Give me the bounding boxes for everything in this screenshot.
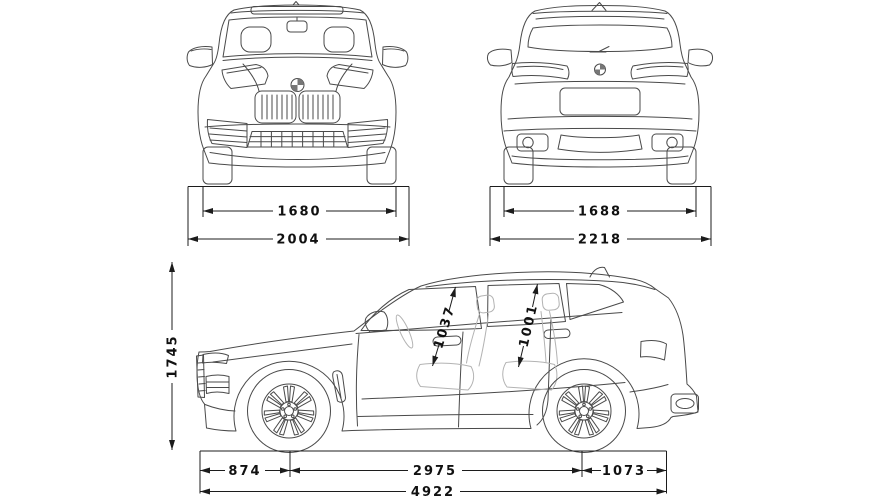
front-overhang-label: 874 <box>228 464 261 479</box>
rear-left-tire <box>503 146 534 185</box>
rear-right-tire <box>666 146 697 185</box>
left-taillight <box>511 61 570 80</box>
left-headlight <box>221 64 269 89</box>
kidney-grille-right <box>298 90 341 124</box>
rearview-mirror <box>286 20 308 33</box>
front-seatback <box>466 313 489 367</box>
right-headlight <box>326 64 374 89</box>
overall-length-label: 4922 <box>411 485 455 500</box>
rear-door-window <box>487 283 566 327</box>
wheelbase-label: 2975 <box>413 464 457 479</box>
fender-vent <box>332 370 346 403</box>
front-door-window <box>360 286 482 331</box>
left-fog-intake <box>206 119 248 148</box>
right-mirror-rear <box>687 48 714 67</box>
side-mirror <box>364 310 389 333</box>
kidney-grille-left <box>254 90 297 124</box>
side-view-dimensions: 1745 1037 1001 874 2975 1073 4922 <box>166 262 667 500</box>
front-seat-headrest <box>476 294 495 314</box>
rear-seat-headrest <box>541 292 560 311</box>
shark-fin-side <box>589 266 610 278</box>
windshield <box>222 16 373 58</box>
rear-diffuser <box>557 134 643 153</box>
front-right-tire <box>366 146 397 185</box>
rear-door-handle <box>543 328 571 339</box>
taillight-side <box>640 339 667 361</box>
rear-wheel <box>543 370 626 453</box>
front-overall-width-label: 2004 <box>276 233 320 248</box>
rear-view-dimensions: 1688 2218 <box>489 186 712 248</box>
headlight-side <box>202 352 229 364</box>
rear-track-width-label: 1688 <box>578 205 622 220</box>
left-headrest <box>240 26 272 53</box>
rear-overhang-label: 1073 <box>602 464 646 479</box>
bumper-intake-side <box>205 374 230 394</box>
front-left-tire <box>202 146 233 185</box>
right-headrest <box>323 26 355 53</box>
left-mirror-rear <box>486 48 513 67</box>
rear-headroom-label: 1001 <box>517 303 542 349</box>
rear-wiper <box>589 46 610 53</box>
right-taillight <box>630 61 689 80</box>
license-plate-recess <box>559 87 641 116</box>
front-view-dimensions: 1680 2004 <box>187 186 410 248</box>
roof-spoiler <box>611 281 656 290</box>
left-exhaust-pod <box>516 133 549 152</box>
rear-window <box>527 24 673 52</box>
roof-antenna <box>292 1 300 6</box>
exhaust-tip <box>670 393 699 414</box>
rear-seatback <box>540 311 558 365</box>
lower-intake-mesh <box>247 131 348 148</box>
side-view-drawing <box>196 266 699 453</box>
right-fog-intake <box>347 119 389 148</box>
front-track-width-label: 1680 <box>277 205 321 220</box>
right-exhaust-pod <box>651 133 684 152</box>
front-wheel <box>248 370 331 453</box>
sunroof <box>250 6 344 15</box>
shark-fin-antenna <box>591 2 607 11</box>
rear-overall-width-label: 2218 <box>578 233 622 248</box>
quarter-window <box>566 283 624 320</box>
front-seat-cushion <box>416 362 475 391</box>
steering-wheel <box>395 314 414 349</box>
left-mirror <box>186 46 213 68</box>
front-door-handle <box>432 335 462 347</box>
rear-view-drawing <box>486 2 714 185</box>
overall-height-label: 1745 <box>166 334 181 378</box>
grille-side <box>196 354 205 398</box>
front-view-drawing <box>186 1 409 185</box>
right-mirror <box>382 46 409 68</box>
